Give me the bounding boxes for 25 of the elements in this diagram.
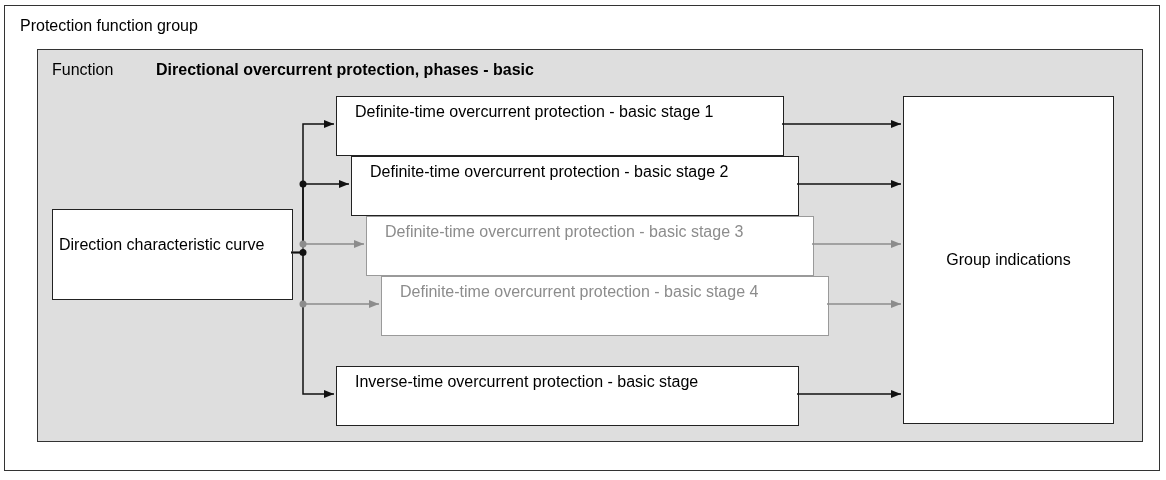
function-label: Function — [52, 60, 114, 80]
function-block — [381, 276, 829, 336]
box-label: Group indications — [946, 250, 1071, 270]
arrow — [796, 390, 902, 398]
box-label: Definite-time overcurrent protection - basic stage 2 — [370, 162, 730, 182]
function-block — [336, 96, 784, 156]
box-label: Direction characteristic curve — [59, 235, 266, 255]
indication-box — [903, 96, 1114, 424]
box-label: Definite-time overcurrent protection - basic stage 1 — [355, 102, 715, 122]
group-frame — [4, 5, 1160, 471]
function-panel — [37, 49, 1143, 442]
group-title: Protection function group — [20, 16, 198, 36]
function-block — [52, 209, 293, 300]
function-block — [351, 156, 799, 216]
arrow — [781, 120, 902, 128]
function-block — [336, 366, 799, 426]
arrow — [811, 240, 902, 248]
box-label: Definite-time overcurrent protection - basic stage 3 — [385, 222, 745, 242]
box-label: Inverse-time overcurrent protection - basic stage — [355, 372, 700, 392]
function-title: Directional overcurrent protection, phases - basic — [156, 60, 534, 80]
arrow — [826, 300, 902, 308]
arrow — [290, 251, 335, 398]
arrow — [796, 180, 902, 188]
function-block — [366, 216, 814, 276]
box-label: Definite-time overcurrent protection - basic stage 4 — [400, 282, 760, 302]
